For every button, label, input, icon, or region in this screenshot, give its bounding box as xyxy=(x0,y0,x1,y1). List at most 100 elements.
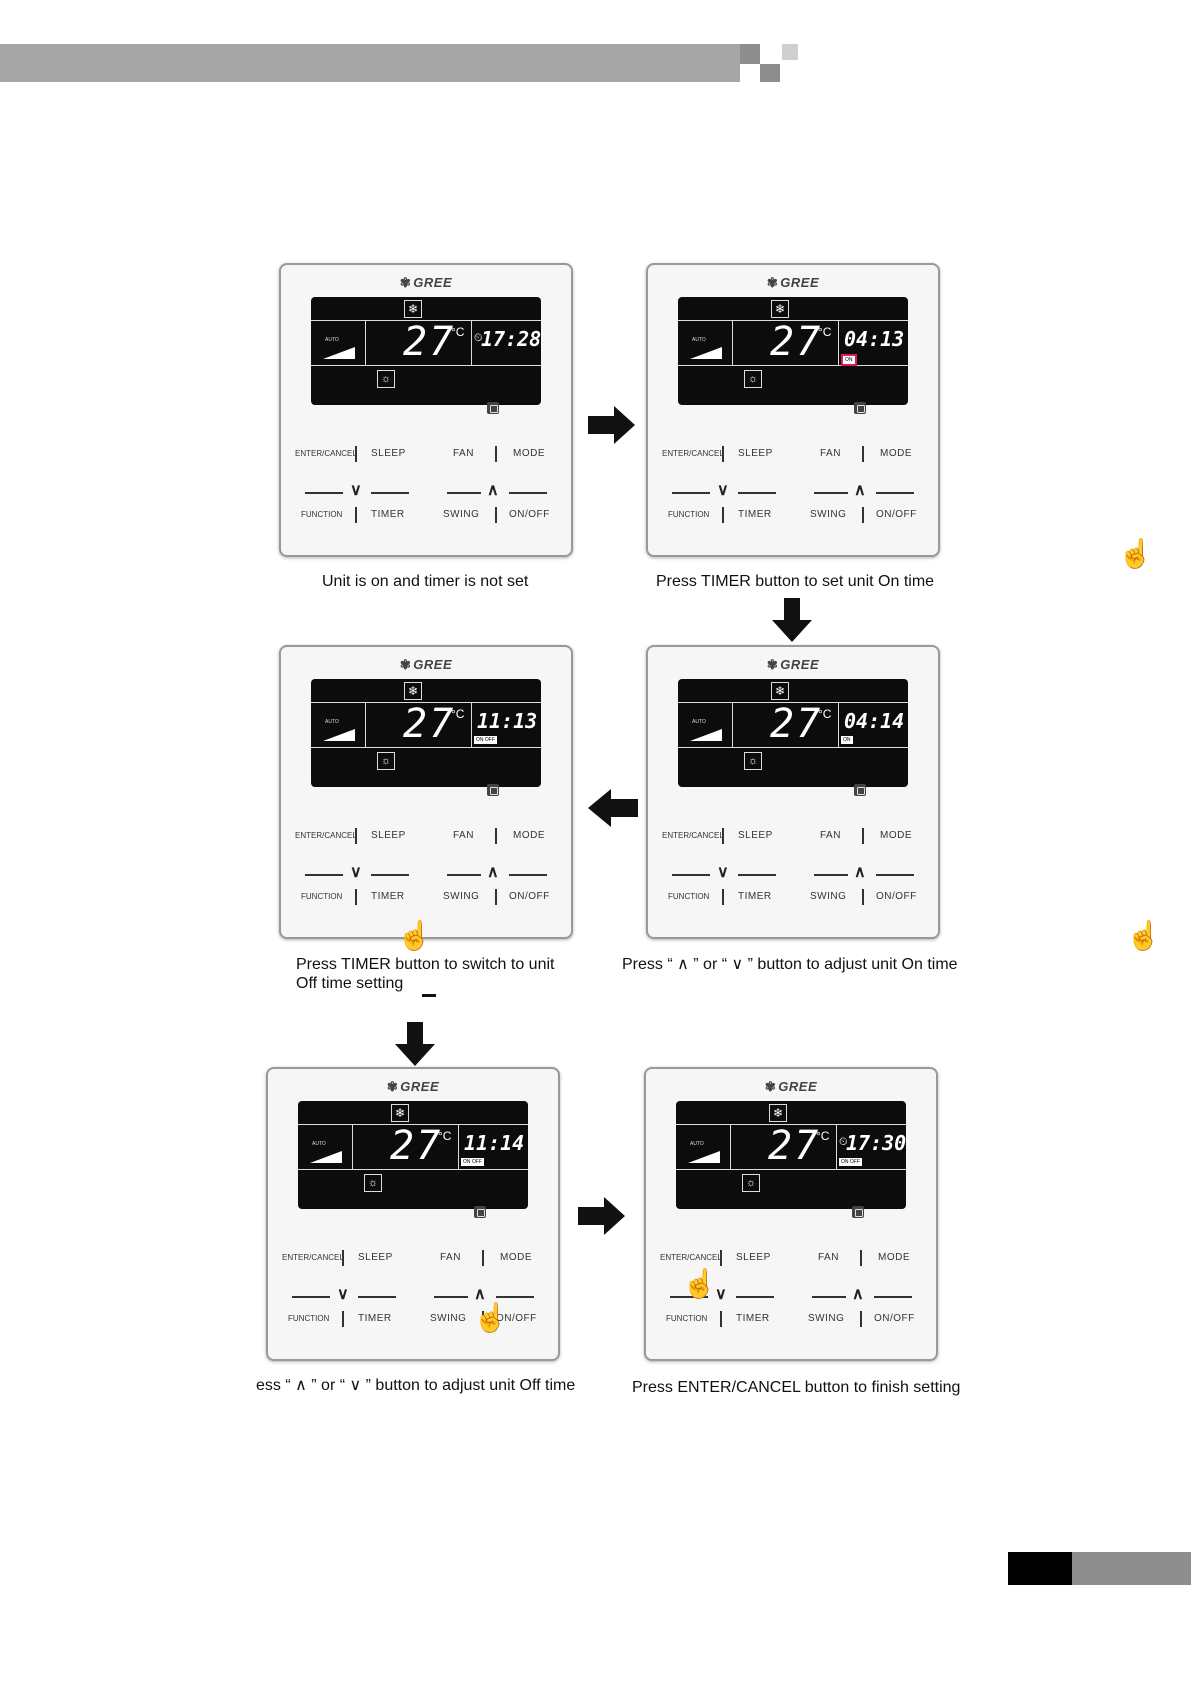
function-button[interactable]: FUNCTION xyxy=(668,892,710,901)
caption-6: Press ENTER/CANCEL button to finish sett… xyxy=(632,1379,961,1396)
mode-button[interactable]: MODE xyxy=(513,830,545,841)
lcd-display: ❄ ☼ AUTO 27 °C 04:13 ON xyxy=(678,297,908,405)
enter-cancel-button[interactable]: ENTER/CANCEL xyxy=(295,831,357,840)
fan-speed-icon xyxy=(310,1151,342,1163)
timer-button[interactable]: TIMER xyxy=(736,1313,770,1324)
function-button[interactable]: FUNCTION xyxy=(288,1314,330,1323)
temperature-value: 27 xyxy=(403,701,456,747)
gree-logo-icon: ✾ xyxy=(766,657,779,672)
auto-label: AUTO xyxy=(692,719,706,725)
sensor-icon xyxy=(487,784,499,796)
mode-button[interactable]: MODE xyxy=(880,448,912,459)
auto-label: AUTO xyxy=(325,719,339,725)
temperature-unit: °C xyxy=(438,1129,452,1143)
temperature-value: 27 xyxy=(390,1123,443,1169)
gree-logo: ✾GREE xyxy=(268,1079,558,1095)
header-square xyxy=(740,44,760,64)
fan-button[interactable]: FAN xyxy=(453,448,474,459)
mode-button[interactable]: MODE xyxy=(500,1252,532,1263)
timer-badge: ON OFF xyxy=(839,1158,862,1166)
mode-button[interactable]: MODE xyxy=(513,448,545,459)
enter-cancel-button[interactable]: ENTER/CANCEL xyxy=(662,449,724,458)
up-button[interactable]: ∧ xyxy=(854,482,866,499)
enter-cancel-button[interactable]: ENTER/CANCEL xyxy=(660,1253,722,1262)
header-square xyxy=(782,44,798,60)
up-button[interactable]: ∧ xyxy=(854,864,866,881)
swing-button[interactable]: SWING xyxy=(808,1313,845,1324)
onoff-button[interactable]: ON/OFF xyxy=(496,1313,537,1324)
temperature-value: 27 xyxy=(403,319,456,365)
down-button[interactable]: ∨ xyxy=(715,1286,727,1303)
down-button[interactable]: ∨ xyxy=(717,864,729,881)
caption-3: Press “ ∧ ” or “ ∨ ” button to adjust un… xyxy=(622,956,958,973)
pointing-hand-icon: ☝ xyxy=(1126,920,1161,951)
caption-4b: Off time setting xyxy=(296,975,404,992)
sleep-button[interactable]: SLEEP xyxy=(738,830,773,841)
auto-label: AUTO xyxy=(692,337,706,343)
swing-button[interactable]: SWING xyxy=(430,1313,467,1324)
sleep-button[interactable]: SLEEP xyxy=(371,448,406,459)
up-button[interactable]: ∧ xyxy=(852,1286,864,1303)
auto-label: AUTO xyxy=(325,337,339,343)
onoff-button[interactable]: ON/OFF xyxy=(874,1313,915,1324)
sleep-button[interactable]: SLEEP xyxy=(738,448,773,459)
swing-button[interactable]: SWING xyxy=(810,509,847,520)
mode-button[interactable]: MODE xyxy=(880,830,912,841)
header-square xyxy=(760,64,780,82)
down-button[interactable]: ∨ xyxy=(337,1286,349,1303)
gree-logo-icon: ✾ xyxy=(386,1079,399,1094)
function-button[interactable]: FUNCTION xyxy=(666,1314,708,1323)
clock-icon: ⏲ xyxy=(839,1136,848,1148)
up-button[interactable]: ∧ xyxy=(487,864,499,881)
fan-button[interactable]: FAN xyxy=(820,448,841,459)
temperature-unit: °C xyxy=(818,707,832,721)
onoff-button[interactable]: ON/OFF xyxy=(509,891,550,902)
onoff-button[interactable]: ON/OFF xyxy=(876,509,917,520)
enter-cancel-button[interactable]: ENTER/CANCEL xyxy=(282,1253,344,1262)
onoff-button[interactable]: ON/OFF xyxy=(876,891,917,902)
sleep-button[interactable]: SLEEP xyxy=(371,830,406,841)
auto-label: AUTO xyxy=(312,1141,326,1147)
fan-speed-icon xyxy=(690,729,722,741)
lcd-display: ❄ ☼ AUTO 27 °C ⏲ 17:30 ON OFF xyxy=(676,1101,906,1209)
arrow-left-1 xyxy=(588,789,638,827)
timer-button[interactable]: TIMER xyxy=(738,509,772,520)
down-button[interactable]: ∨ xyxy=(350,482,362,499)
fan-button[interactable]: FAN xyxy=(818,1252,839,1263)
timer-badge: ON OFF xyxy=(474,736,497,744)
function-button[interactable]: FUNCTION xyxy=(301,510,343,519)
timer-button[interactable]: TIMER xyxy=(358,1313,392,1324)
swing-button[interactable]: SWING xyxy=(443,891,480,902)
fan-button[interactable]: FAN xyxy=(440,1252,461,1263)
up-button[interactable]: ∧ xyxy=(474,1286,486,1303)
enter-cancel-button[interactable]: ENTER/CANCEL xyxy=(662,831,724,840)
timer-button[interactable]: TIMER xyxy=(738,891,772,902)
timer-badge: ON OFF xyxy=(461,1158,484,1166)
function-button[interactable]: FUNCTION xyxy=(668,510,710,519)
sun-icon: ☼ xyxy=(742,1174,760,1192)
fan-button[interactable]: FAN xyxy=(820,830,841,841)
function-button[interactable]: FUNCTION xyxy=(301,892,343,901)
pointing-hand-icon: ☝ xyxy=(1118,538,1153,569)
swing-button[interactable]: SWING xyxy=(443,509,480,520)
onoff-button[interactable]: ON/OFF xyxy=(509,509,550,520)
arrow-down-1 xyxy=(772,598,812,642)
lcd-display: ❄ ☼ AUTO 27 °C 11:13 ON OFF xyxy=(311,679,541,787)
gree-logo-icon: ✾ xyxy=(766,275,779,290)
sleep-button[interactable]: SLEEP xyxy=(736,1252,771,1263)
down-button[interactable]: ∨ xyxy=(350,864,362,881)
up-button[interactable]: ∧ xyxy=(487,482,499,499)
gree-logo-icon: ✾ xyxy=(399,657,412,672)
lcd-display: ❄ ☼ AUTO 27 °C 04:14 ON xyxy=(678,679,908,787)
remote-controller-panel: ✾GREE ❄ ☼ AUTO 27 °C 11:14 ON OFF ENTER/… xyxy=(266,1067,560,1361)
sleep-button[interactable]: SLEEP xyxy=(358,1252,393,1263)
mode-button[interactable]: MODE xyxy=(878,1252,910,1263)
down-button[interactable]: ∨ xyxy=(717,482,729,499)
fan-button[interactable]: FAN xyxy=(453,830,474,841)
enter-cancel-button[interactable]: ENTER/CANCEL xyxy=(295,449,357,458)
timer-button[interactable]: TIMER xyxy=(371,891,405,902)
timer-button[interactable]: TIMER xyxy=(371,509,405,520)
temperature-unit: °C xyxy=(818,325,832,339)
swing-button[interactable]: SWING xyxy=(810,891,847,902)
